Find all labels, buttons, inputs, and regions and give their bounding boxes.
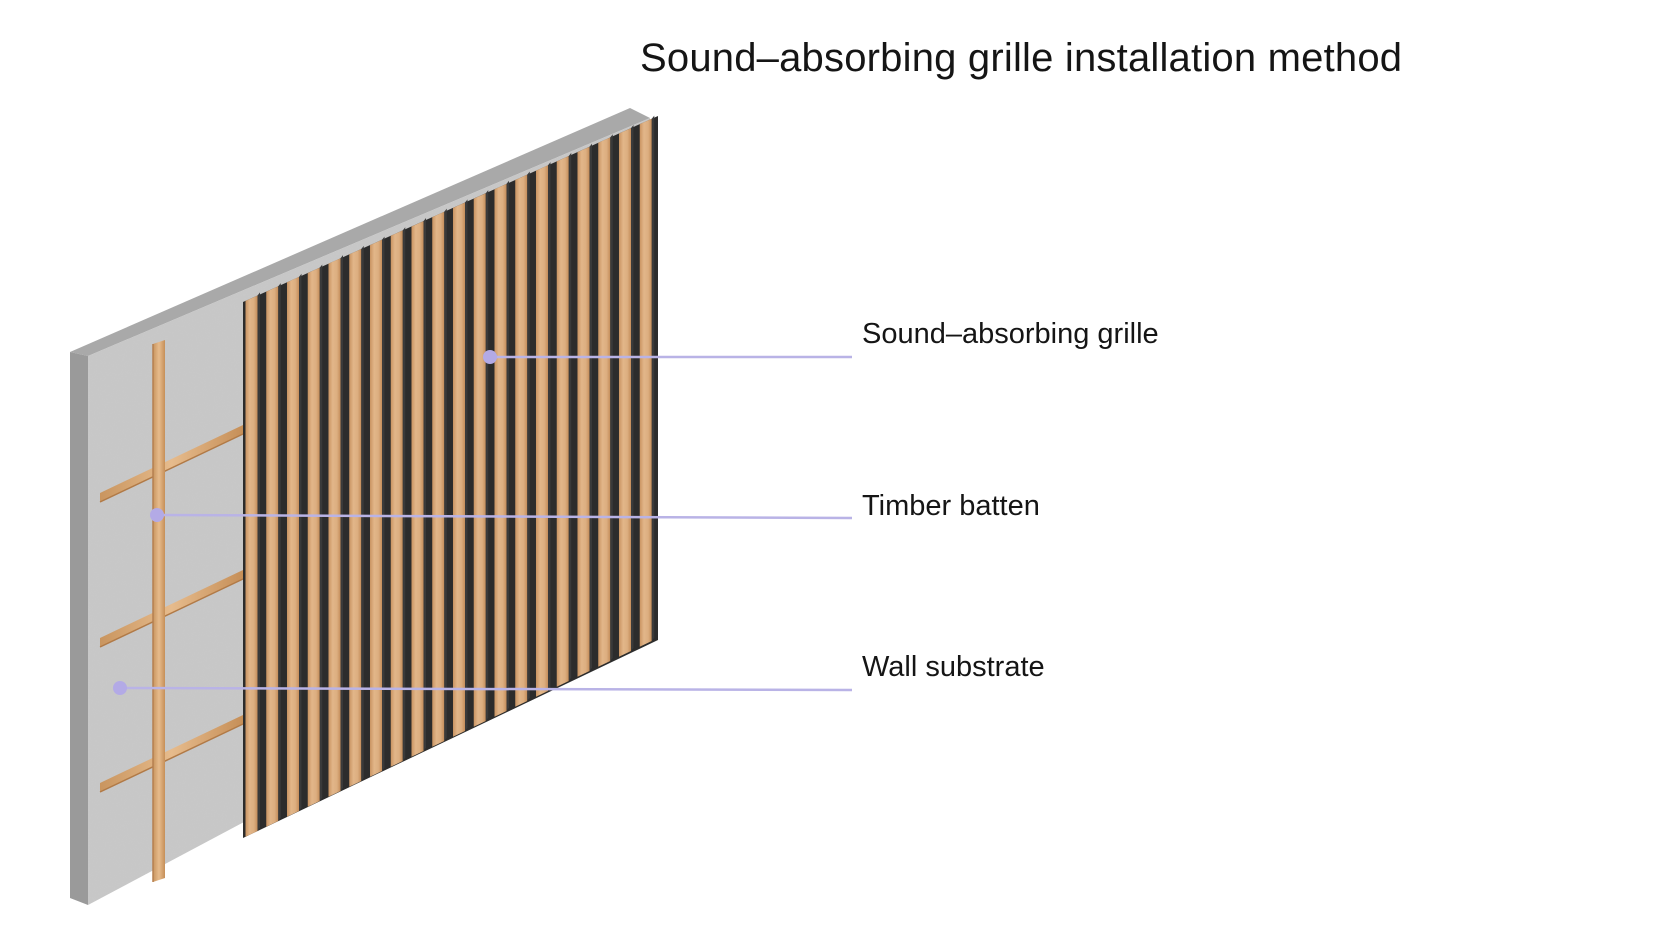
grille-slat: [307, 267, 320, 807]
horizontal-batten: [100, 715, 243, 792]
grille-slat-side: [610, 134, 613, 662]
grille-slat: [411, 221, 424, 757]
leader-line-batten: [156, 513, 853, 520]
horizontal-batten-edge: [99, 433, 244, 503]
grille-slat-side: [568, 152, 572, 681]
grille-slat: [515, 174, 528, 707]
grille-slat: [432, 211, 445, 747]
grille-slat-side: [506, 180, 510, 712]
grille-slat: [266, 286, 279, 827]
grille-backing: [243, 116, 658, 838]
grille-slat-side: [402, 227, 406, 762]
grille-slat-side: [485, 190, 489, 722]
horizontal-batten-edge: [99, 578, 244, 648]
wall-top-edge: [70, 108, 650, 356]
grille-slat: [556, 155, 569, 687]
grille-slat-side: [651, 115, 655, 641]
horizontal-batten-edge: [99, 723, 244, 793]
wall-left-edge: [70, 352, 88, 905]
grille-slat: [618, 128, 632, 657]
grille-slat-side: [278, 283, 281, 822]
grille-slat: [473, 193, 486, 727]
leader-lines: [113, 350, 853, 695]
label-timber-batten: Timber batten: [862, 490, 1040, 522]
grille-slat: [390, 230, 403, 767]
timber-batten: [99, 340, 244, 882]
grille-slat-side: [423, 217, 427, 751]
grille-slat-side: [631, 124, 634, 651]
grille-slat-side: [444, 208, 447, 741]
leader-line-wall: [119, 686, 853, 692]
page-title: Sound–absorbing grille installation meth…: [640, 36, 1403, 80]
label-wall-substrate: Wall substrate: [862, 651, 1045, 683]
grille-slat-side: [548, 162, 551, 691]
leader-dot-batten: [150, 508, 164, 522]
grille-slat-side: [319, 264, 323, 801]
grille-slat-side: [382, 236, 385, 772]
label-sound-absorbing-grille: Sound–absorbing grille: [862, 318, 1159, 350]
sound-absorbing-grille: [243, 115, 658, 838]
grille-slat: [328, 258, 341, 797]
grille-slat-side: [257, 292, 261, 831]
horizontal-batten: [100, 570, 243, 647]
grille-slat-side: [340, 255, 344, 791]
grille-slat-side: [589, 143, 593, 672]
grille-slat-side: [527, 171, 530, 701]
horizontal-batten: [100, 425, 243, 502]
leader-dot-grille: [483, 350, 497, 364]
grille-slat-side: [361, 245, 364, 781]
grille-slat: [286, 276, 300, 817]
grille-slat: [598, 137, 611, 667]
grille-slat-side: [299, 273, 302, 811]
grille-slat: [369, 239, 383, 777]
grille-slat: [577, 146, 590, 677]
grille-slat: [494, 183, 507, 717]
vertical-batten: [153, 340, 165, 882]
grille-slat: [452, 202, 466, 737]
grille-slat-side: [465, 199, 468, 731]
grille-slat: [245, 295, 258, 837]
grille-slat: [639, 118, 652, 647]
grille-slat: [535, 165, 549, 697]
grille-slat: [349, 248, 362, 787]
leader-dot-wall: [113, 681, 127, 695]
